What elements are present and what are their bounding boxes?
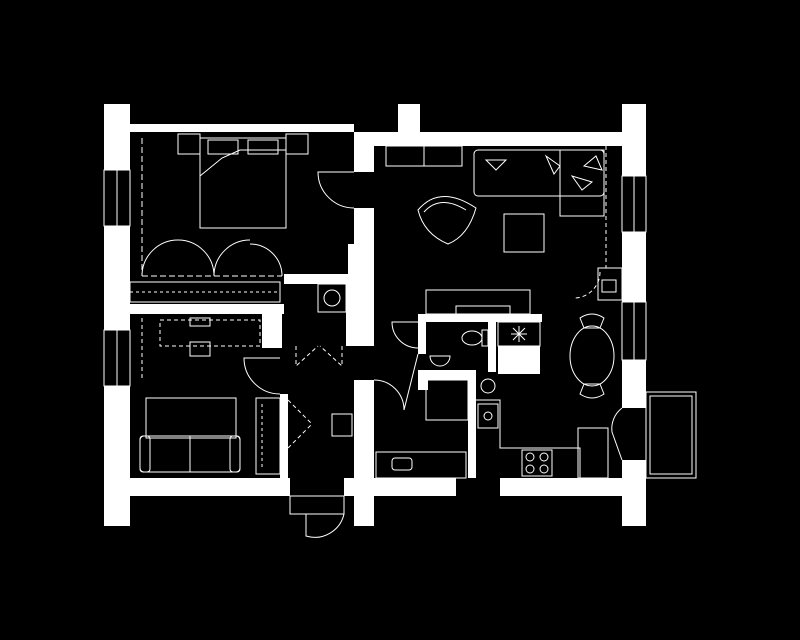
- folding-door: [141, 146, 607, 380]
- wall-top-notch: [398, 104, 420, 134]
- door-swing-study: [243, 357, 281, 395]
- fridge-icon: [497, 321, 541, 347]
- door-swing-toilet: [391, 321, 419, 349]
- balcony-icon: [645, 391, 697, 479]
- wall-toilet-right: [488, 322, 496, 372]
- door-swing-balcony: [611, 407, 623, 461]
- basin-icon: [429, 355, 451, 367]
- washing-machine-icon: [317, 283, 347, 313]
- wall-bath-top: [418, 314, 542, 322]
- walls: [104, 104, 646, 526]
- windows: [103, 169, 647, 387]
- wall-corridor-left: [280, 394, 288, 478]
- wall-hall-right: [346, 282, 354, 346]
- wall-right-upper: [622, 104, 646, 176]
- kitchen-counter: [476, 399, 609, 479]
- tv-stand: [425, 289, 531, 315]
- wardrobe-study: [255, 397, 281, 475]
- wall-bath-left: [418, 314, 426, 354]
- wall-hall-top: [284, 274, 354, 284]
- wall-bottom-right: [500, 478, 646, 496]
- shaft-3: [498, 346, 540, 374]
- wall-bedroom-east: [354, 132, 374, 172]
- wall-bottom-left: [104, 478, 290, 496]
- wall-top-left: [104, 124, 354, 132]
- sofa-icon: [139, 397, 241, 473]
- dining-table-icon: [569, 313, 615, 399]
- entrance-door: [289, 495, 345, 538]
- sink-icon: [477, 403, 499, 429]
- armchair-icon: [417, 196, 477, 245]
- wall-right-lower-a: [622, 360, 646, 408]
- wall-bedroom-study: [130, 304, 284, 314]
- wall-mid-lower: [354, 380, 374, 478]
- door-swing-bath: [373, 353, 419, 411]
- hall-doors: [287, 345, 343, 449]
- double-bed-icon: [177, 133, 309, 229]
- wall-top-right: [354, 132, 622, 146]
- wall-bottom-mid: [344, 478, 456, 496]
- living-doors: [573, 271, 601, 299]
- study-chair: [189, 317, 211, 357]
- door-swing-icon: [317, 171, 355, 209]
- shaft-2: [262, 308, 282, 348]
- hall-stool: [331, 413, 353, 437]
- wall-cabinet: [597, 267, 623, 301]
- bath-sink: [425, 378, 496, 421]
- stove-icon: [521, 449, 553, 477]
- wall-left-mid: [104, 226, 130, 330]
- radiator-icon: [385, 145, 463, 167]
- bathtub-icon: [375, 451, 467, 479]
- wardrobe-icon: [129, 138, 283, 303]
- coffee-table-icon: [503, 213, 545, 253]
- wall-left-lower: [104, 386, 130, 526]
- toilet-icon: [461, 329, 489, 347]
- shaft-1: [348, 244, 374, 280]
- wall-bath-right: [468, 370, 476, 478]
- sofa-living: [473, 149, 605, 217]
- wall-bath-lower-left: [418, 370, 428, 390]
- wall-left-upper: [104, 104, 130, 170]
- wall-bath-mid: [428, 370, 468, 380]
- wall-bottom-pier: [354, 496, 374, 526]
- wall-right-mid: [622, 232, 646, 302]
